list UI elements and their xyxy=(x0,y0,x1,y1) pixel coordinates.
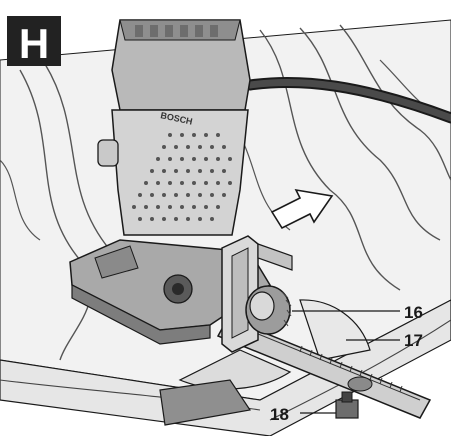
leader-lines xyxy=(292,310,400,414)
motion-arrow-icon xyxy=(270,188,334,230)
angle-guide xyxy=(159,299,371,426)
router-base xyxy=(69,239,272,345)
callout-16: 16 xyxy=(404,303,423,322)
guide-clamp xyxy=(335,391,359,419)
router-housing: BOSCH xyxy=(97,19,251,236)
grip-texture xyxy=(132,133,232,221)
lock-lever xyxy=(97,139,119,167)
router-grip xyxy=(111,109,249,236)
callout-18: 18 xyxy=(270,405,289,424)
panel-badge xyxy=(7,16,61,66)
callout-17: 17 xyxy=(404,331,423,350)
panel-letter: H xyxy=(19,20,49,67)
guide-knob xyxy=(245,285,292,335)
